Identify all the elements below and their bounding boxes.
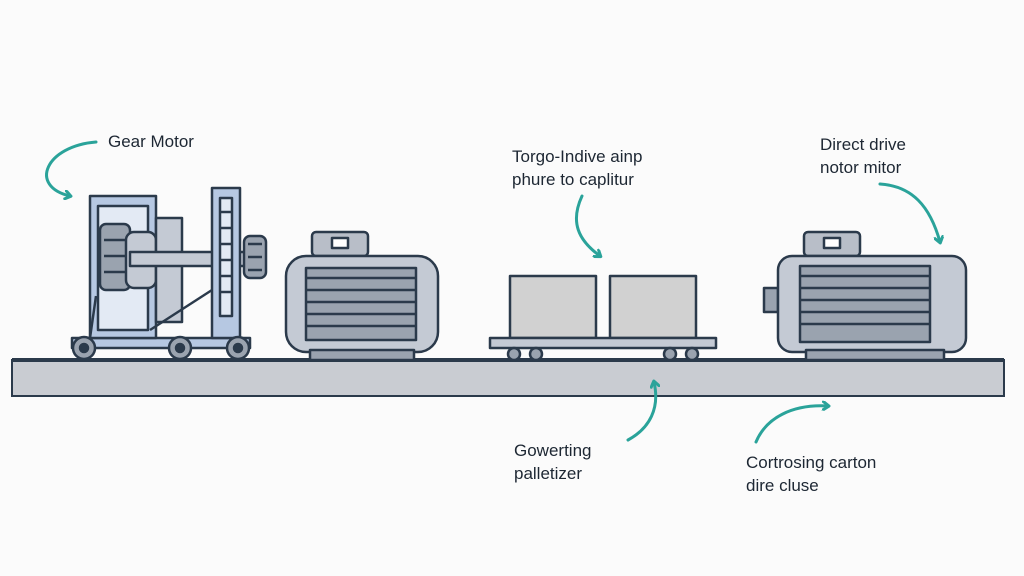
label-palletizer: Gowerting palletizer bbox=[514, 441, 592, 483]
label-torque-drive: Torgo-Indive ainp phure to caplitur bbox=[512, 147, 643, 189]
label-carton: Cortrosing carton dire cluse bbox=[746, 453, 877, 495]
curved-arrow-icon bbox=[754, 406, 828, 444]
label-gear-motor: Gear Motor bbox=[108, 132, 194, 151]
curved-arrow-icon bbox=[878, 182, 940, 242]
pallet-cart-icon bbox=[488, 274, 718, 362]
motor-icon bbox=[284, 230, 440, 362]
curved-arrow-icon bbox=[574, 194, 600, 256]
label-direct-drive: Direct drive notor mitor bbox=[820, 135, 906, 177]
curved-arrow-icon bbox=[626, 382, 656, 442]
gear-motor-assembly-icon bbox=[70, 186, 268, 361]
direct-drive-motor-icon bbox=[762, 230, 968, 362]
conveyor-rail bbox=[11, 358, 1005, 397]
curved-arrow-icon bbox=[45, 140, 98, 196]
